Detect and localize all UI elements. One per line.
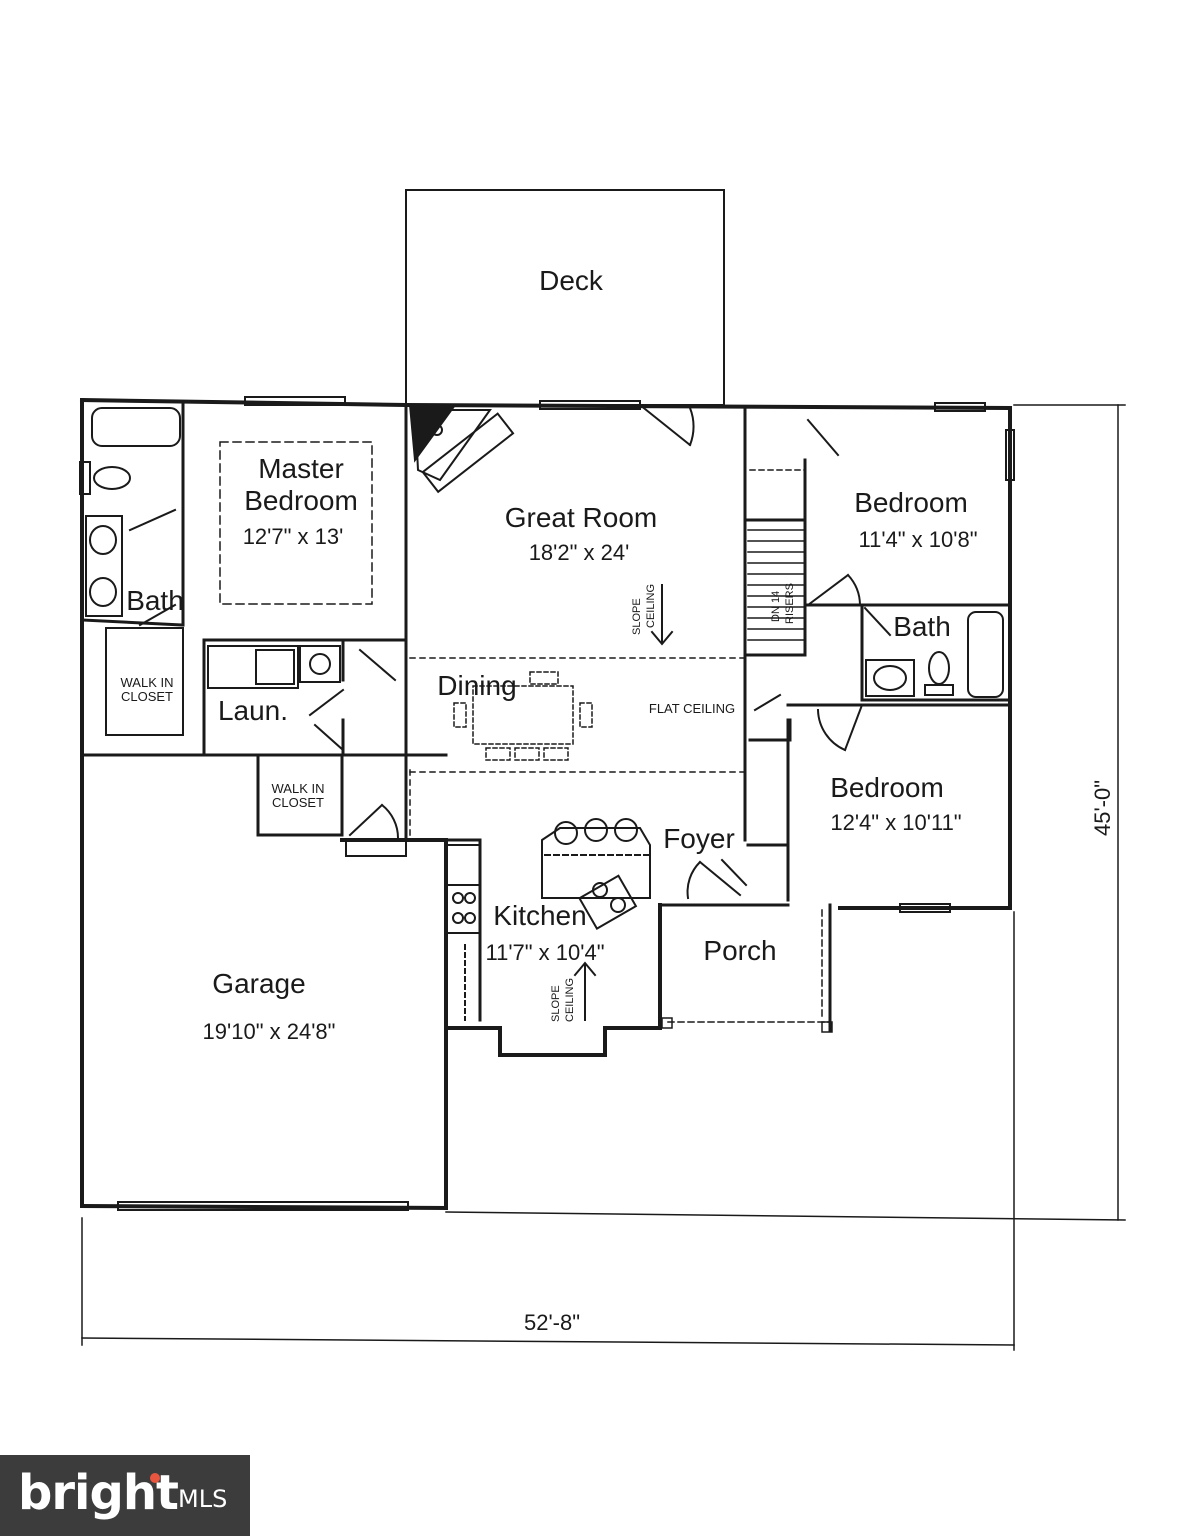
slope-ceiling-2-line1: SLOPE [550, 985, 562, 1022]
master-bedroom-size: 12'7" x 13' [243, 524, 344, 549]
logo-accent-icon [150, 1473, 160, 1483]
master-bedroom-label-line1: Master [258, 453, 344, 484]
stairs-label-line1: DN 14 [770, 591, 782, 622]
windows [117, 396, 1015, 1211]
logo-suffix: MLS [178, 1485, 228, 1513]
stairs-label-line2: RISERS [784, 583, 796, 624]
porch-label: Porch [703, 935, 776, 966]
stairs [747, 469, 806, 641]
deck-label: Deck [539, 265, 604, 296]
dimension-lines [81, 404, 1126, 1351]
dining-zone [409, 657, 746, 836]
garage-label: Garage [212, 968, 305, 999]
dining-table [453, 671, 593, 761]
walk-in-closet-2-line2: CLOSET [272, 795, 324, 810]
slope-ceiling-2-line2: CEILING [564, 978, 576, 1022]
bath-2-label: Bath [893, 611, 951, 642]
slope-ceiling-1-line2: CEILING [645, 584, 657, 628]
kitchen-label: Kitchen [493, 900, 586, 931]
deck-door [638, 403, 695, 447]
bedroom-1-size: 11'4" x 10'8" [858, 527, 977, 552]
sink-icon [865, 659, 915, 697]
porch-outline [661, 909, 833, 1033]
garage-size: 19'10" x 24'8" [203, 1019, 336, 1044]
master-bedroom-label-line2: Bedroom [244, 485, 358, 516]
bedroom-2-label: Bedroom [830, 772, 944, 803]
bedroom-2-size: 12'4" x 10'11" [830, 810, 961, 835]
interior-walls [80, 401, 1012, 1032]
dining-label: Dining [437, 670, 516, 701]
foyer-label: Foyer [663, 823, 735, 854]
master-tub [91, 407, 181, 447]
bedroom-2-door [753, 693, 864, 752]
floor-plan: Deck Master Bedroom 12'7" x 13' Bath WAL… [79, 189, 1126, 1351]
walk-in-closet-1-line1: WALK IN [121, 675, 174, 690]
bath-2-tub [967, 611, 1004, 698]
flat-ceiling-label: FLAT CEILING [649, 701, 735, 716]
slope-arrow-kitchen [573, 961, 597, 1021]
front-door [686, 858, 748, 900]
slope-ceiling-1-line1: SLOPE [631, 598, 643, 635]
great-room-size: 18'2" x 24' [529, 540, 630, 565]
fireplace-icon [408, 404, 515, 494]
walk-in-closet-1-line2: CLOSET [121, 689, 173, 704]
master-bed-outline [219, 441, 373, 605]
walk-in-closet-1-outline [105, 627, 184, 736]
sink-icon [85, 515, 123, 617]
master-bath-label: Bath [126, 585, 184, 616]
kitchen-island [541, 818, 651, 930]
bright-mls-logo: bright MLS [0, 1455, 250, 1536]
deck-outline [405, 189, 725, 406]
kitchen-size: 11'7" x 10'4" [485, 940, 604, 965]
bedroom-1-label: Bedroom [854, 487, 968, 518]
width-dimension: 52'-8" [524, 1310, 580, 1335]
master-bath-door [128, 508, 177, 627]
toilet-icon [79, 461, 131, 495]
bedroom-1-door [806, 418, 862, 607]
toilet-icon [924, 651, 954, 696]
garage-door [345, 803, 407, 857]
laundry-door [308, 648, 397, 752]
laundry-label: Laun. [218, 695, 288, 726]
great-room-label: Great Room [505, 502, 658, 533]
bath-2-door [863, 606, 892, 637]
depth-dimension: 45'-0" [1090, 780, 1115, 836]
kitchen-counter [446, 844, 481, 1021]
slope-arrow-great-room [650, 584, 674, 646]
laundry-appliances [207, 645, 341, 689]
walk-in-closet-2-line1: WALK IN [272, 781, 325, 796]
